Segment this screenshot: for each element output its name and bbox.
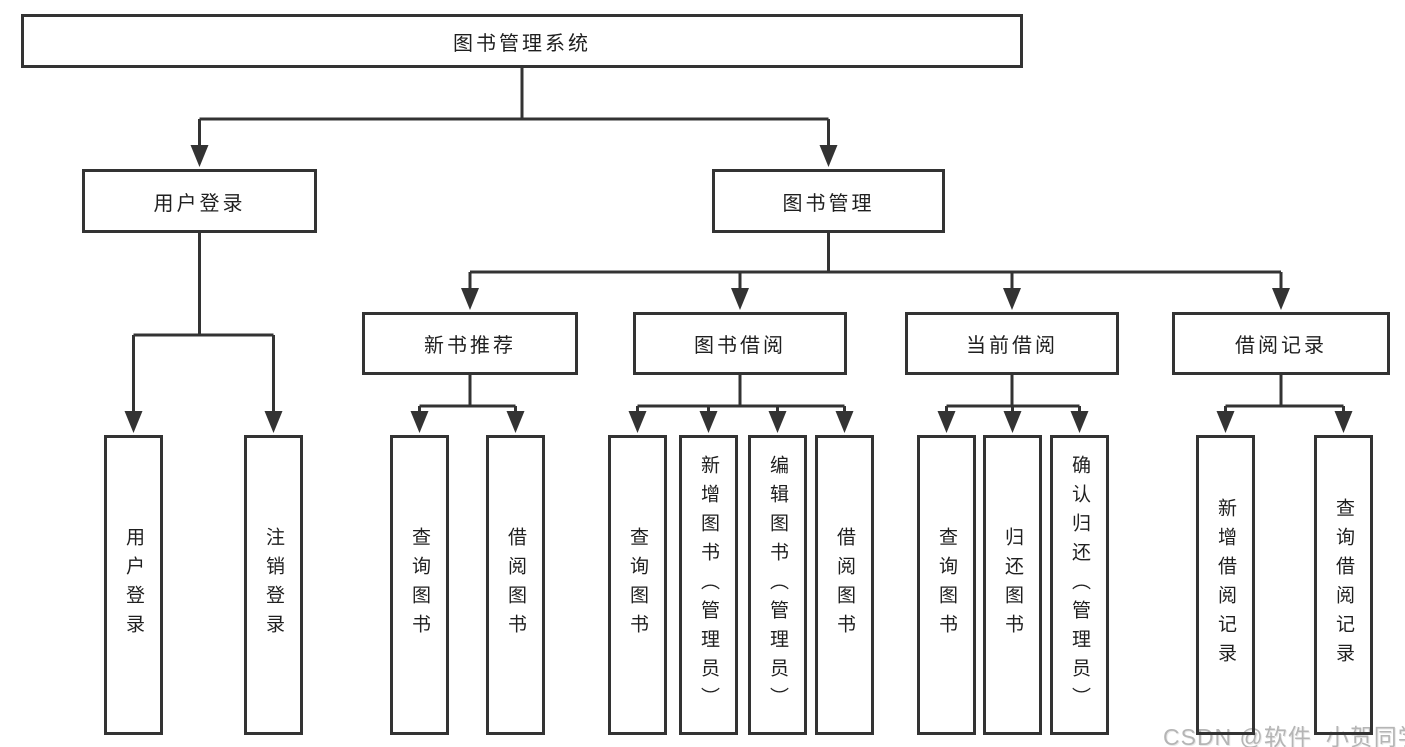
- node-book-borrow: 图书借阅: [633, 312, 847, 375]
- arrowheads: [124, 145, 1353, 433]
- arrowhead-icon: [124, 411, 143, 433]
- leaf-current-query-books-label: 查询图书: [936, 527, 957, 643]
- node-borrow-record-label: 借阅记录: [1235, 335, 1327, 357]
- node-book-management: 图书管理: [712, 169, 945, 233]
- arrowhead-icon: [410, 411, 429, 433]
- arrowhead-icon: [1003, 288, 1021, 310]
- leaf-add-borrow-record-label: 新增借阅记录: [1215, 498, 1236, 672]
- node-borrow-record: 借阅记录: [1172, 312, 1390, 375]
- leaf-add-borrow-record: 新增借阅记录: [1196, 435, 1255, 735]
- leaf-borrow-query-books: 查询图书: [608, 435, 667, 735]
- arrowhead-icon: [699, 411, 718, 433]
- leaf-recommend-borrow-books-label: 借阅图书: [505, 527, 526, 643]
- node-new-book-recommend-label: 新书推荐: [424, 335, 516, 357]
- connector-new-book-recommend-to-leaves: [418, 375, 517, 412]
- arrowhead-icon: [506, 411, 525, 433]
- leaf-current-query-books: 查询图书: [917, 435, 976, 735]
- leaf-return-books: 归还图书: [983, 435, 1042, 735]
- leaf-query-borrow-record-label: 查询借阅记录: [1333, 498, 1354, 672]
- leaf-recommend-query-books-label: 查询图书: [409, 527, 430, 643]
- arrowhead-icon: [264, 411, 283, 433]
- node-user-login: 用户登录: [82, 169, 317, 233]
- leaf-add-books-admin: 新增图书（管理员）: [679, 435, 738, 735]
- leaf-borrow-books-label: 借阅图书: [834, 527, 855, 643]
- leaf-logout: 注销登录: [244, 435, 303, 735]
- leaf-user-login: 用户登录: [104, 435, 163, 735]
- node-book-borrow-label: 图书借阅: [694, 335, 786, 357]
- node-new-book-recommend: 新书推荐: [362, 312, 578, 375]
- leaf-logout-label: 注销登录: [263, 527, 284, 643]
- leaf-recommend-borrow-books: 借阅图书: [486, 435, 545, 735]
- arrowhead-icon: [1003, 411, 1022, 433]
- arrowhead-icon: [628, 411, 647, 433]
- leaf-return-books-label: 归还图书: [1002, 527, 1023, 643]
- connector-user-login-to-leaves: [132, 233, 275, 412]
- connector-book-borrow-to-leaves: [636, 375, 846, 412]
- leaf-edit-books-admin: 编辑图书（管理员）: [748, 435, 807, 735]
- arrowhead-icon: [937, 411, 956, 433]
- leaf-borrow-query-books-label: 查询图书: [627, 527, 648, 643]
- arrowhead-icon: [1070, 411, 1089, 433]
- connector-root-to-level2: [198, 68, 830, 146]
- leaf-edit-books-admin-label: 编辑图书（管理员）: [767, 454, 788, 716]
- arrowhead-icon: [1272, 288, 1290, 310]
- arrowhead-icon: [731, 288, 749, 310]
- leaf-add-books-admin-label: 新增图书（管理员）: [698, 454, 719, 716]
- leaf-query-borrow-record: 查询借阅记录: [1314, 435, 1373, 735]
- arrowhead-icon: [835, 411, 854, 433]
- leaf-borrow-books: 借阅图书: [815, 435, 874, 735]
- node-current-borrow: 当前借阅: [905, 312, 1119, 375]
- leaf-confirm-return-admin: 确认归还（管理员）: [1050, 435, 1109, 735]
- connector-current-borrow-to-leaves: [945, 375, 1081, 412]
- node-user-login-label: 用户登录: [153, 192, 246, 215]
- node-root: 图书管理系统: [21, 14, 1023, 68]
- arrowhead-icon: [461, 288, 479, 310]
- node-book-management-label: 图书管理: [782, 192, 875, 215]
- arrowhead-icon: [819, 145, 838, 167]
- arrowhead-icon: [768, 411, 787, 433]
- arrowhead-icon: [190, 145, 209, 167]
- leaf-user-login-label: 用户登录: [123, 527, 144, 643]
- connector-borrow-record-to-leaves: [1224, 375, 1345, 412]
- csdn-watermark: CSDN @软件_小贺同学: [1163, 724, 1405, 747]
- arrowhead-icon: [1216, 411, 1235, 433]
- leaf-confirm-return-admin-label: 确认归还（管理员）: [1069, 454, 1090, 716]
- node-root-label: 图书管理系统: [453, 32, 591, 55]
- arrowhead-icon: [1334, 411, 1353, 433]
- node-current-borrow-label: 当前借阅: [966, 335, 1058, 357]
- connector-book-management-to-level3: [468, 233, 1283, 289]
- leaf-recommend-query-books: 查询图书: [390, 435, 449, 735]
